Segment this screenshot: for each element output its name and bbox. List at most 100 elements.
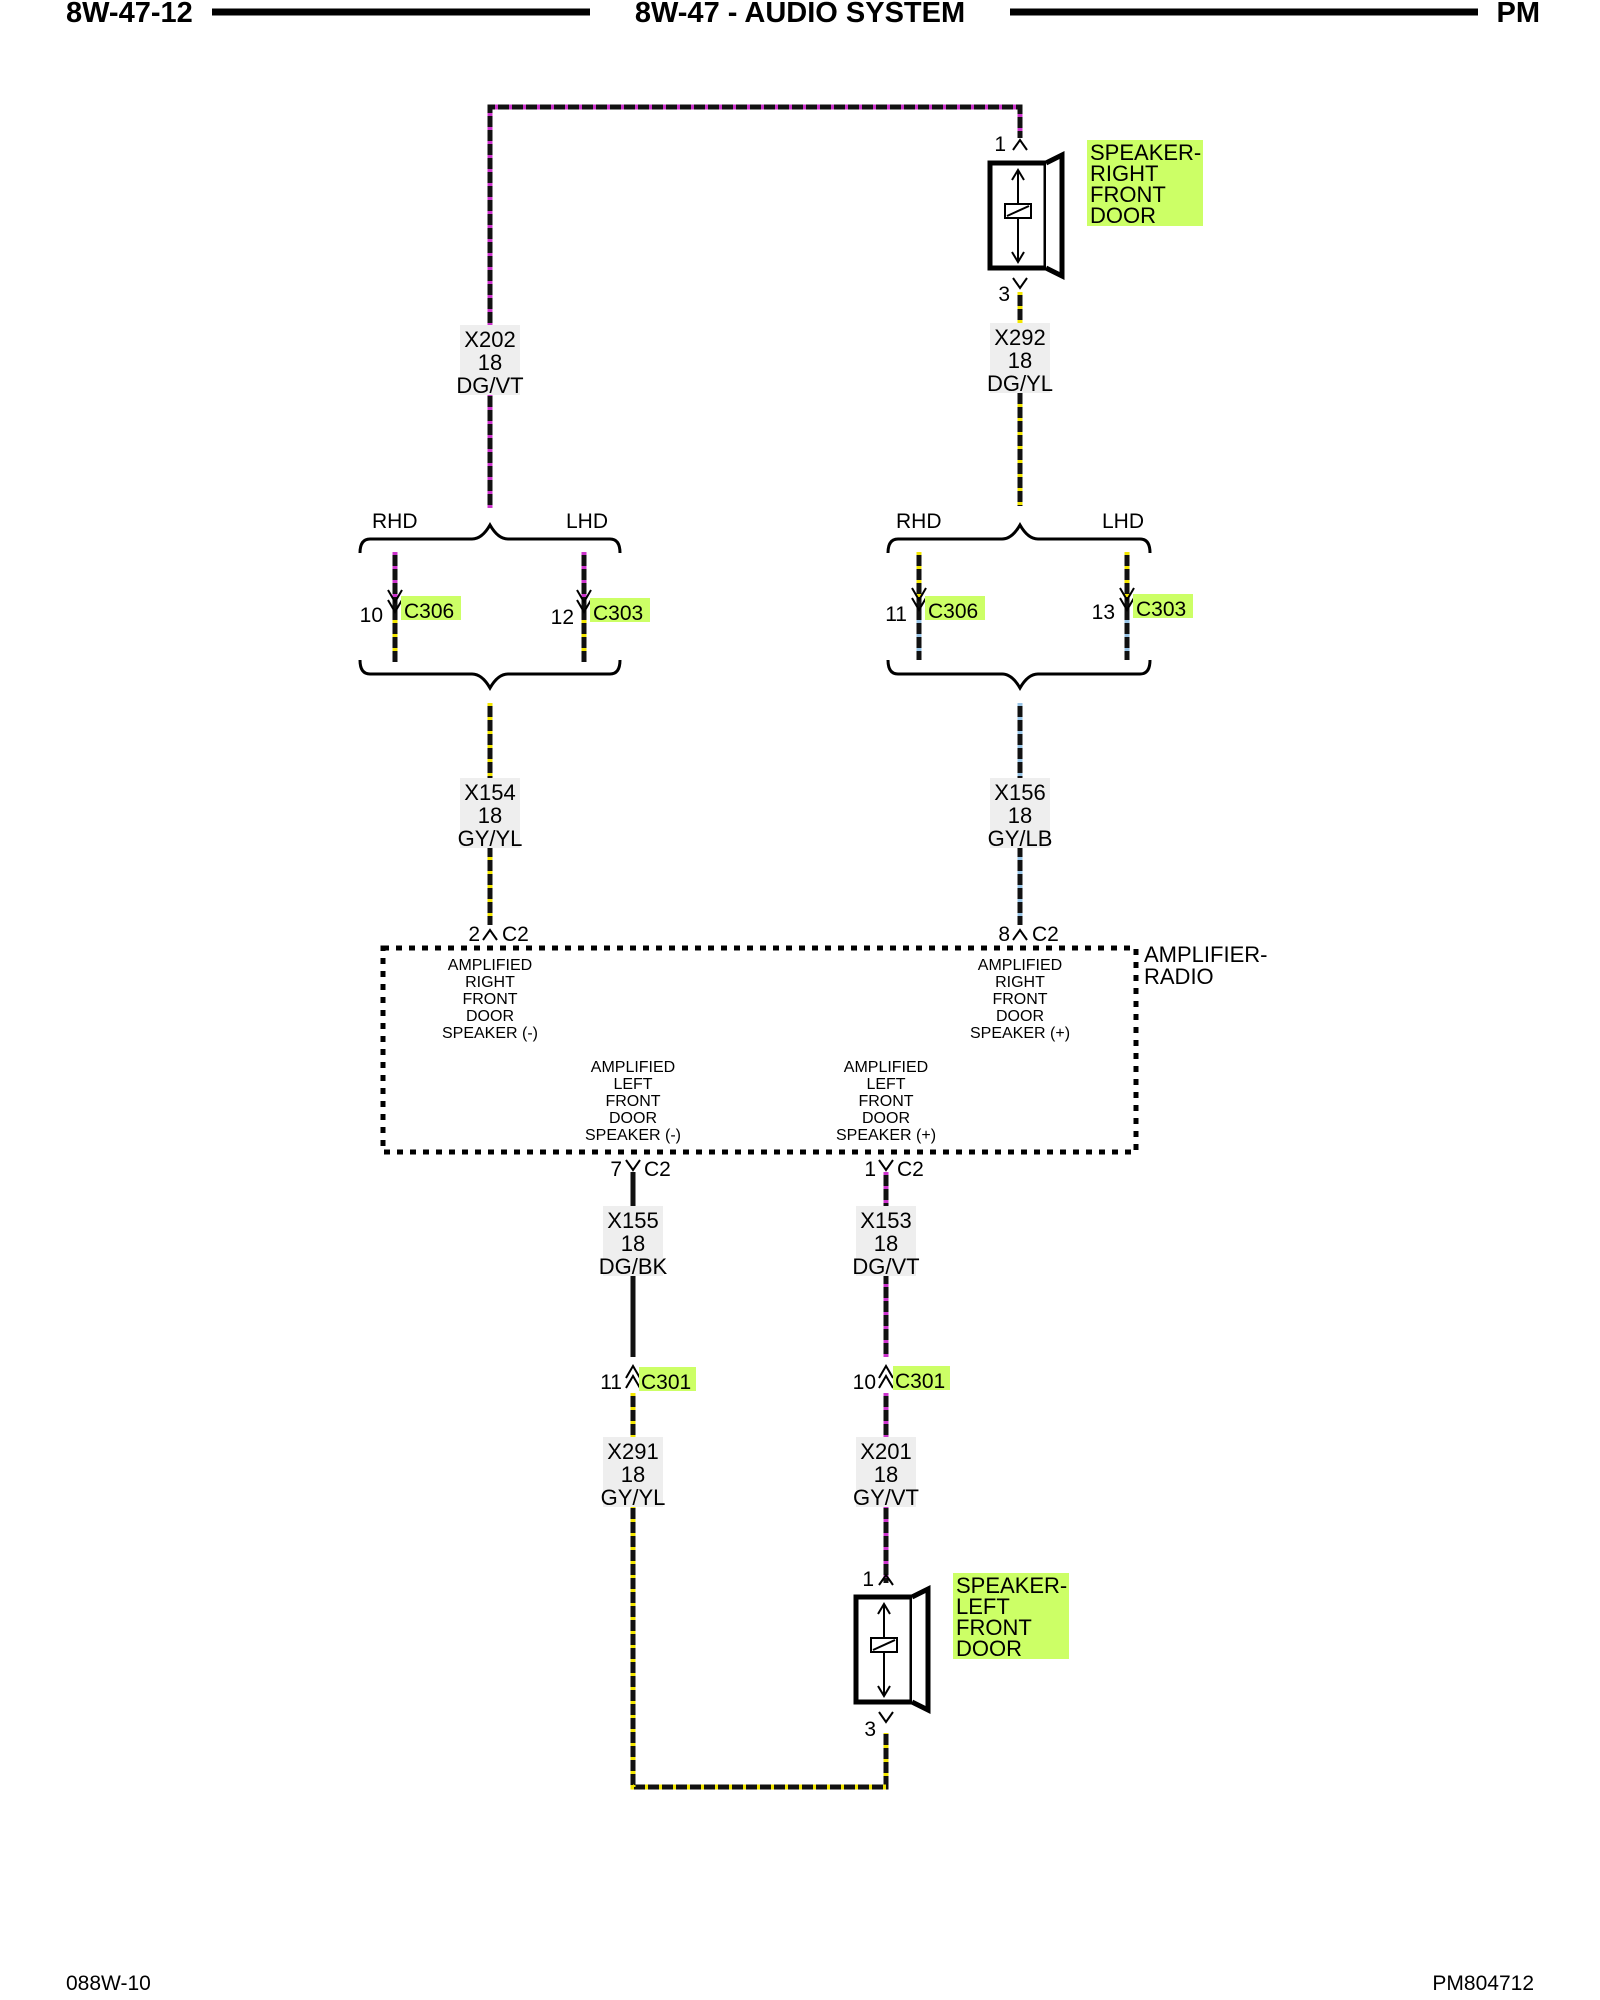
- wire-gauge: 18: [621, 1462, 645, 1487]
- wire-gauge: 18: [1008, 348, 1032, 373]
- component-name: RIGHT: [1090, 161, 1158, 186]
- wire-gauge: 18: [478, 803, 502, 828]
- connector-id: C306: [928, 600, 978, 623]
- connector-id: C303: [1136, 598, 1186, 621]
- circuit-id: X201: [860, 1439, 911, 1464]
- desc-line: RIGHT: [465, 974, 515, 991]
- wire-x291: [630, 1393, 889, 1790]
- desc-lf-pos: AMPLIFIED LEFT FRONT DOOR SPEAKER (+): [836, 1059, 936, 1144]
- desc-line: DOOR: [996, 1008, 1044, 1025]
- connector-id: C2: [502, 923, 529, 946]
- desc-line: SPEAKER (-): [442, 1025, 538, 1042]
- desc-line: SPEAKER (+): [970, 1025, 1070, 1042]
- connector-icon: [625, 1364, 641, 1389]
- desc-line: LEFT: [866, 1076, 905, 1093]
- desc-line: SPEAKER (+): [836, 1127, 936, 1144]
- desc-rf-pos: AMPLIFIED RIGHT FRONT DOOR SPEAKER (+): [970, 957, 1070, 1042]
- connector-id: C303: [593, 602, 643, 625]
- desc-line: AMPLIFIED: [448, 957, 532, 974]
- label-x154: X154 18 GY/YL: [458, 778, 522, 851]
- connector-id: C2: [1032, 923, 1059, 946]
- label-x202: X202 18 DG/VT: [456, 325, 524, 398]
- pin-number: 1: [994, 133, 1006, 156]
- wire-gauge: 18: [621, 1231, 645, 1256]
- circuit-id: X292: [994, 325, 1045, 350]
- wire-color: DG/VT: [852, 1254, 919, 1279]
- component-name: SPEAKER-: [1090, 140, 1201, 165]
- desc-line: FRONT: [605, 1093, 660, 1110]
- wire-color: GY/VT: [853, 1485, 919, 1510]
- wire-gauge: 18: [874, 1462, 898, 1487]
- pin-arrow-icon: [878, 1159, 894, 1172]
- option-rhd-label: RHD: [896, 510, 942, 533]
- circuit-id: X154: [464, 780, 515, 805]
- desc-line: LEFT: [613, 1076, 652, 1093]
- component-name: FRONT: [956, 1615, 1032, 1640]
- component-name: AMPLIFIER-: [1144, 942, 1267, 967]
- option-lhd-label: LHD: [1102, 510, 1144, 533]
- desc-line: AMPLIFIED: [978, 957, 1062, 974]
- connector-id: C2: [897, 1158, 924, 1181]
- page-header: 8W-47-12 8W-47 - AUDIO SYSTEM PM: [66, 0, 1540, 29]
- pin-number: 11: [600, 1371, 622, 1394]
- pin-number: 11: [885, 603, 907, 626]
- circuit-id: X156: [994, 780, 1045, 805]
- pin-arrow-icon: [878, 1573, 894, 1586]
- figure-code: 088W-10: [66, 1972, 151, 1995]
- page-title: 8W-47 - AUDIO SYSTEM: [635, 0, 965, 29]
- component-name: DOOR: [956, 1636, 1022, 1661]
- pin-number: 10: [853, 1371, 876, 1394]
- wire-color: DG/BK: [599, 1254, 668, 1279]
- page-code: PM: [1497, 0, 1541, 29]
- pin-number: 7: [610, 1158, 622, 1181]
- desc-line: DOOR: [466, 1008, 514, 1025]
- pin-number: 3: [998, 283, 1010, 306]
- label-x153: X153 18 DG/VT: [852, 1206, 920, 1279]
- connector-icon: [878, 1364, 894, 1389]
- pin-arrow-icon: [482, 928, 498, 941]
- pin-number: 2: [468, 923, 480, 946]
- pin-arrow-icon: [625, 1159, 641, 1172]
- wire-color: DG/VT: [456, 373, 523, 398]
- pin-number: 8: [998, 923, 1010, 946]
- component-name: LEFT: [956, 1594, 1010, 1619]
- inline-connector-c301-right: 10 C301: [853, 1364, 950, 1394]
- circuit-id: X153: [860, 1208, 911, 1233]
- component-name: FRONT: [1090, 182, 1166, 207]
- label-x155: X155 18 DG/BK: [599, 1206, 668, 1279]
- speaker-right-front-door: 1 3 SPEAKER- RIGHT FRONT DOOR: [987, 133, 1203, 306]
- pin-number: 1: [864, 1158, 876, 1181]
- pin-number: 12: [551, 606, 574, 629]
- desc-lf-neg: AMPLIFIED LEFT FRONT DOOR SPEAKER (-): [585, 1059, 681, 1144]
- pin-arrow-icon: [1012, 928, 1028, 941]
- option-lhd-label: LHD: [566, 510, 608, 533]
- desc-line: RIGHT: [995, 974, 1045, 991]
- pin-number: 1: [862, 1568, 874, 1591]
- page-number: 8W-47-12: [66, 0, 193, 29]
- label-x201: X201 18 GY/VT: [853, 1437, 919, 1510]
- label-x291: X291 18 GY/YL: [601, 1437, 666, 1510]
- desc-line: SPEAKER (-): [585, 1127, 681, 1144]
- desc-line: AMPLIFIED: [591, 1059, 675, 1076]
- circuit-id: X155: [607, 1208, 658, 1233]
- pin-number: 13: [1092, 601, 1115, 624]
- wire-x202: [487, 104, 1023, 508]
- component-name: RADIO: [1144, 964, 1214, 989]
- pin-number: 3: [864, 1718, 876, 1741]
- component-name: DOOR: [1090, 203, 1156, 228]
- desc-line: FRONT: [992, 991, 1047, 1008]
- inline-connector-c301-left: 11 C301: [600, 1364, 696, 1394]
- wire-color: GY/YL: [601, 1485, 666, 1510]
- circuit-id: X202: [464, 327, 515, 352]
- connector-id: C2: [644, 1158, 671, 1181]
- page-footer: 088W-10 PM804712: [66, 1972, 1534, 1995]
- option-rhd-label: RHD: [372, 510, 418, 533]
- wire-color: DG/YL: [987, 371, 1053, 396]
- option-bracket-left: RHD LHD 10 C306 12 C303: [358, 510, 650, 692]
- option-bracket-right: RHD LHD 11 C306 13 C303: [885, 510, 1193, 692]
- wire-gauge: 18: [874, 1231, 898, 1256]
- speaker-left-front-door: 1 3 SPEAKER- LEFT FRONT DOOR: [853, 1568, 1069, 1741]
- connector-id: C301: [641, 1371, 691, 1394]
- label-x156: X156 18 GY/LB: [988, 778, 1052, 851]
